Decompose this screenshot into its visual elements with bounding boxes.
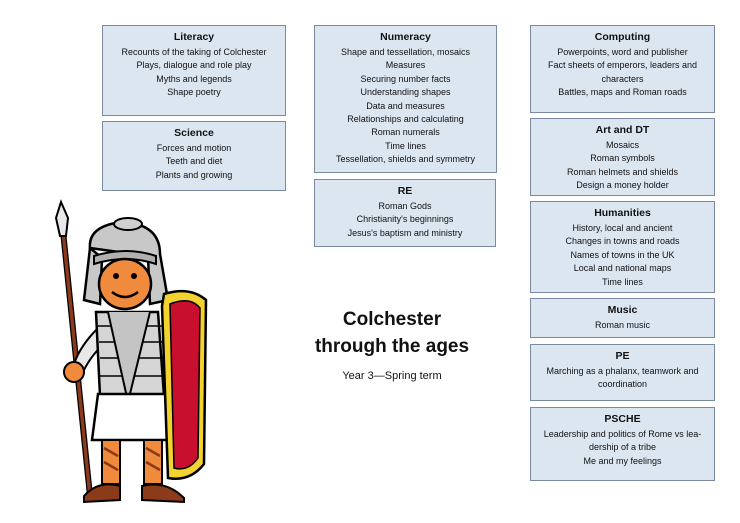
science-box: Science Forces and motion Teeth and diet… bbox=[102, 121, 286, 191]
title-line-1: Colchester bbox=[342, 309, 442, 330]
re-item: Roman Gods bbox=[378, 201, 432, 211]
humanities-box: Humanities History, local and ancient Ch… bbox=[530, 201, 715, 293]
music-box: Music Roman music bbox=[530, 298, 715, 338]
literacy-item: Plays, dialogue and role play bbox=[136, 60, 252, 71]
re-heading: RE bbox=[397, 185, 413, 197]
humanities-item: Changes in towns and roads bbox=[565, 236, 680, 247]
psche-item: dership of a tribe bbox=[588, 442, 657, 453]
humanities-item: Local and national maps bbox=[573, 263, 672, 274]
psche-box: PSCHE Leadership and politics of Rome vs… bbox=[530, 407, 715, 481]
humanities-item: Time lines bbox=[602, 276, 643, 287]
pe-heading: PE bbox=[615, 350, 630, 362]
numeracy-item: Understanding shapes bbox=[360, 87, 451, 98]
page-title: Colchester through the ages bbox=[282, 306, 502, 360]
pe-item: coordination bbox=[597, 379, 648, 390]
numeracy-heading: Numeracy bbox=[380, 31, 431, 43]
re-item: Christianity's beginnings bbox=[356, 214, 454, 225]
literacy-item: Myths and legends bbox=[156, 73, 232, 84]
art-dt-item: Roman symbols bbox=[590, 153, 655, 164]
re-item: Jesus's baptism and ministry bbox=[347, 227, 463, 238]
literacy-heading: Literacy bbox=[173, 31, 215, 43]
re-box: RE Roman Gods Christianity's beginnings … bbox=[314, 179, 496, 247]
humanities-heading: Humanities bbox=[594, 207, 651, 219]
art-dt-box: Art and DT Mosaics Roman symbols Roman h… bbox=[530, 118, 715, 196]
pe-item: Marching as a phalanx, teamwork and bbox=[546, 366, 699, 376]
art-dt-item: Roman helmets and shields bbox=[566, 166, 679, 177]
numeracy-item: Data and measures bbox=[366, 100, 445, 111]
art-dt-item: Design a money holder bbox=[576, 180, 669, 191]
music-heading: Music bbox=[607, 304, 638, 316]
literacy-box: Literacy Recounts of the taking of Colch… bbox=[102, 25, 286, 116]
psche-heading: PSCHE bbox=[604, 413, 641, 425]
computing-heading: Computing bbox=[594, 31, 651, 43]
numeracy-item: Securing number facts bbox=[360, 73, 451, 84]
music-item: Roman music bbox=[594, 320, 650, 330]
pe-box: PE Marching as a phalanx, teamwork and c… bbox=[530, 344, 715, 401]
computing-item: Powerpoints, word and publisher bbox=[557, 47, 688, 57]
science-item: Plants and growing bbox=[155, 169, 233, 180]
numeracy-box: Numeracy Shape and tessellation, mosaics… bbox=[314, 25, 497, 173]
literacy-item: Shape poetry bbox=[167, 87, 221, 98]
numeracy-item: Measures bbox=[385, 60, 426, 71]
computing-box: Computing Powerpoints, word and publishe… bbox=[530, 25, 715, 113]
literacy-item: Recounts of the taking of Colchester bbox=[121, 47, 267, 57]
art-dt-heading: Art and DT bbox=[595, 124, 650, 136]
psche-item: Leadership and politics of Rome vs lea- bbox=[543, 429, 702, 439]
computing-item: Fact sheets of emperors, leaders and bbox=[547, 60, 698, 71]
computing-item: characters bbox=[601, 73, 644, 84]
science-item: Forces and motion bbox=[156, 143, 232, 153]
numeracy-item: Time lines bbox=[385, 140, 426, 151]
computing-item: Battles, maps and Roman roads bbox=[558, 87, 687, 98]
page-subtitle: Year 3—Spring term bbox=[342, 370, 442, 382]
science-heading: Science bbox=[174, 127, 214, 139]
roman-soldier-illustration bbox=[54, 199, 208, 504]
numeracy-item: Tessellation, shields and symmetry bbox=[335, 154, 476, 165]
humanities-item: History, local and ancient bbox=[572, 223, 673, 233]
art-dt-item: Mosaics bbox=[605, 140, 639, 150]
humanities-item: Names of towns in the UK bbox=[570, 249, 675, 260]
numeracy-item: Roman numerals bbox=[371, 127, 440, 138]
numeracy-item: Relationships and calculating bbox=[347, 114, 464, 125]
psche-item: Me and my feelings bbox=[583, 455, 662, 466]
numeracy-item: Shape and tessellation, mosaics bbox=[340, 47, 471, 57]
science-item: Teeth and diet bbox=[165, 156, 223, 167]
title-line-2: through the ages bbox=[314, 336, 470, 357]
